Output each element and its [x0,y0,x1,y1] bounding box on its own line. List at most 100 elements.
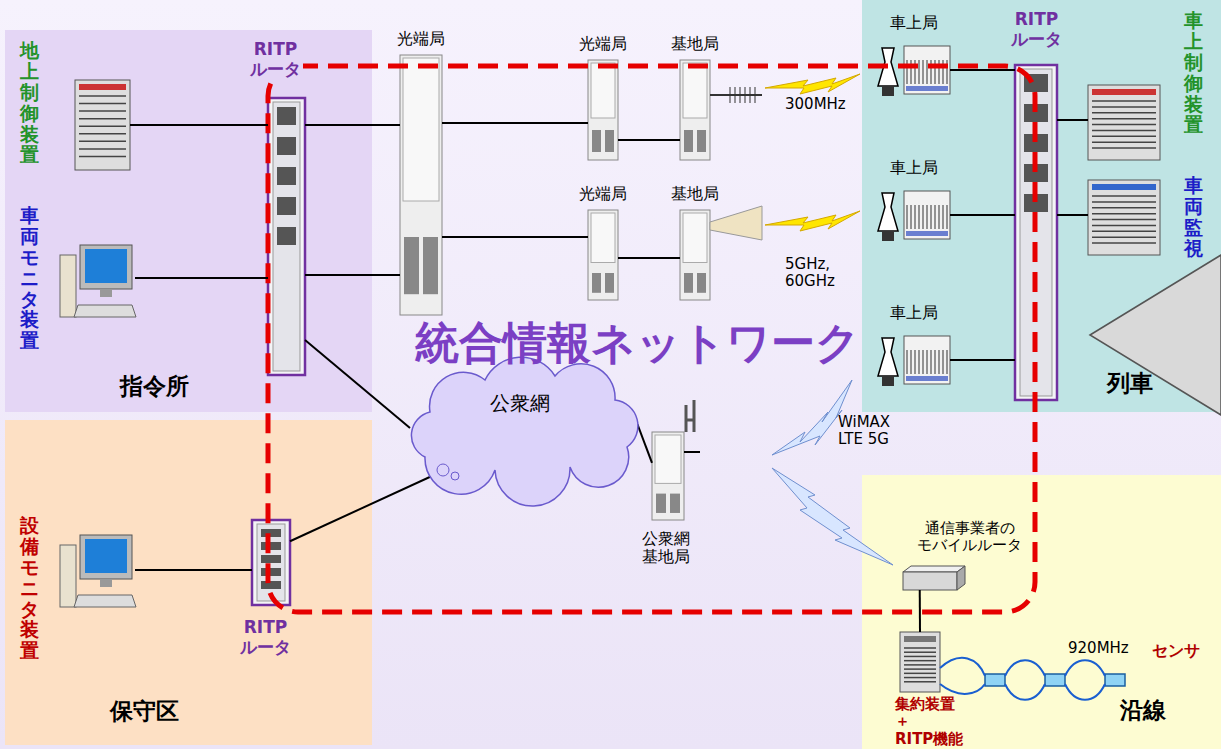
connector-line [618,139,680,141]
base-station-label: 基地局 [671,185,719,203]
control-unit-label: 地上制御装置 [20,40,39,165]
sensor-chain [940,658,1125,700]
optical-icon [588,60,618,160]
annotation: 920MHz [1068,640,1129,657]
region-panel: 地上制御装置車両モニタ装置 RITP ルータ指令所 [5,30,372,412]
region-panel-label: 沿線 [1120,697,1166,723]
annotation: 統合情報ネットワーク [415,318,860,369]
optical-terminal: 光端局 [400,55,442,315]
optical-terminal-label: 光端局 [397,30,445,48]
optical-icon [652,432,684,520]
region-panel: 通信事業者の モバイルルータ集約装置 ＋RITP機能沿線 [862,475,1221,749]
control-unit-label: 車上制御装置 [1184,10,1203,135]
connector-line [290,470,445,541]
optical-icon [588,210,618,300]
mobile-router-icon [903,566,965,590]
region-panel-label: 保守区 [110,698,179,724]
annotation: 300MHz [785,96,846,113]
connector-line [1057,214,1088,216]
equipment-rack [1088,85,1160,160]
onboard-icon [878,191,950,241]
base-station-label: 公衆網 基地局 [642,530,690,567]
connector-line [638,424,653,462]
optical-icon [400,55,442,315]
connector-line [950,69,1015,71]
region-fill [5,420,372,745]
connector-line [442,236,588,238]
control-unit: 車上制御装置 [1088,85,1160,160]
base-station-label: 基地局 [671,35,719,53]
optical-icon [680,60,710,160]
equipment-rack [1088,180,1160,255]
connector-line [1057,119,1088,121]
onboard-station-label: 車上局 [890,159,938,177]
onboard-station: 車上局 [878,40,950,100]
network-boundary [268,66,1035,612]
annotation: 5GHz, 60GHz [785,256,835,291]
onboard-station-label: 車上局 [890,14,938,32]
aggregator-label: 集約装置 ＋RITP機能 [895,696,963,748]
network-cloud-label: 公衆網 [490,392,550,415]
optical-terminal-label: 光端局 [579,35,627,53]
radio-bolt [765,211,860,231]
optical-icon [680,210,710,300]
monitor-pc-label: 車両モニタ装置 [20,205,39,351]
onboard-station-label: 車上局 [890,304,938,322]
monitor-pc: 設備モニタ装置 [60,530,135,610]
ritp-router-label: RITP ルータ [248,40,303,79]
ritp-router: RITP ルータ [1015,65,1057,400]
ritp-router: RITP ルータ [252,520,290,605]
optical-terminal: 光端局 [588,60,618,160]
annotation: センサ [1152,642,1200,660]
pc-icon [60,535,136,607]
connector-line [919,590,921,632]
equipment-rack [900,632,940,692]
connector-line [135,277,268,279]
connector-line [950,214,1015,216]
ritp-router-label: RITP ルータ [1011,10,1062,49]
radio-bolt [765,74,860,94]
annotation: WiMAX LTE 5G [838,414,890,449]
equipment-rack [75,80,130,170]
horn-antenna [710,206,762,240]
region-panel-label: 指令所 [120,373,189,399]
monitor-unit-label: 車両監視 [1184,175,1203,259]
mobile-antenna [684,400,700,452]
radio-bolt [772,468,893,565]
onboard-station: 車上局 [878,330,950,390]
connector-line [130,124,268,126]
control-unit: 地上制御装置 [75,80,130,170]
ritp-router: RITP ルータ [268,98,305,375]
connector-line [618,257,680,259]
mobile-router-label: 通信事業者の モバイルルータ [915,520,1024,555]
ritp-router-label: RITP ルータ [238,618,293,657]
onboard-icon [878,46,950,96]
connector-line [950,359,1015,361]
network-cloud: 公衆網 [395,362,645,482]
router-icon [268,98,305,375]
base-station: 基地局 [680,60,710,160]
cloud-shape [395,362,645,482]
connector-line [305,274,400,276]
connector-line [305,340,410,428]
router-icon [252,520,290,605]
connector-line [135,569,252,571]
aggregator: 集約装置 ＋RITP機能 [900,632,940,692]
region-fill [862,475,1221,749]
monitor-pc-label: 設備モニタ装置 [20,515,39,661]
region-panel: 車上局車上局車上局RITP ルータ車上制御装置車両監視列車 [862,0,1221,412]
pc-icon [60,245,136,317]
optical-terminal-label: 光端局 [579,185,627,203]
optical-terminal: 光端局 [588,210,618,300]
callout-pointer [1090,255,1221,415]
base-station: 公衆網 基地局 [652,432,684,520]
region-panel-label: 列車 [1107,370,1153,396]
onboard-icon [878,336,950,386]
mobile-router: 通信事業者の モバイルルータ [903,566,965,590]
region-fill [5,30,372,412]
connector-line [442,122,588,124]
monitor-pc: 車両モニタ装置 [60,240,135,320]
base-station: 基地局 [680,210,710,300]
connector-line [305,124,400,126]
